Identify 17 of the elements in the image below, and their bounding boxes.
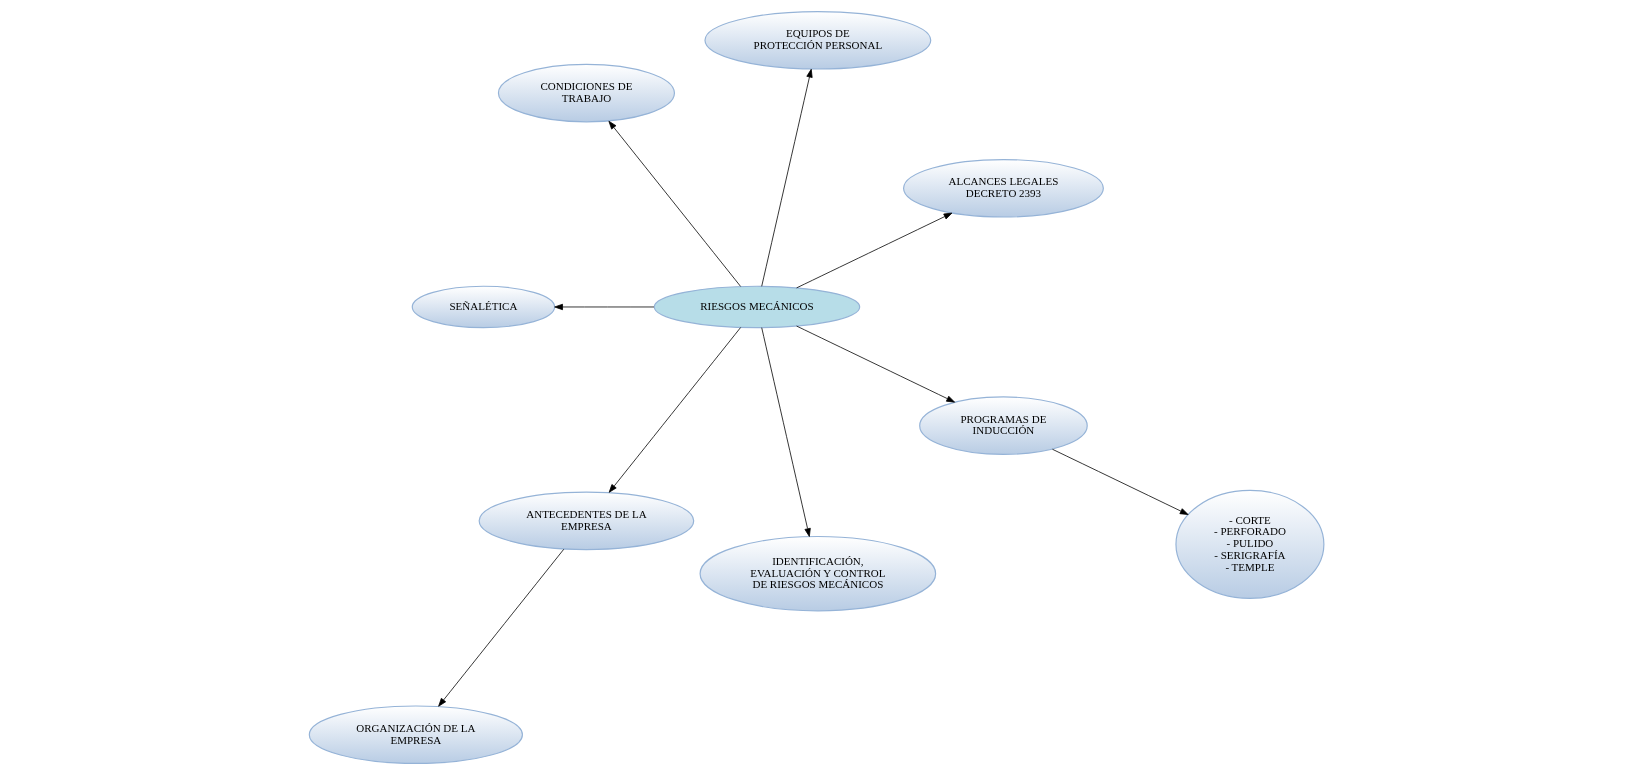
arrow [608, 327, 742, 493]
node-ellipse: - CORTE - PERFORADO - PULIDO - SERIGRAFÍA - TEMPLE [1175, 489, 1325, 599]
arrow [796, 212, 953, 289]
node-ellipse: CONDICIONES DE TRABAJO [497, 63, 676, 123]
arrow [554, 303, 655, 311]
arrow [761, 327, 811, 537]
node-ellipse: SEÑALÉTICA [411, 285, 556, 329]
arrow [1052, 448, 1189, 515]
node-ellipse: EQUIPOS DE PROTECCIÓN PERSONAL [704, 10, 932, 70]
node-ellipse: ORGANIZACIÓN DE LA EMPRESA [308, 705, 523, 765]
node-ellipse: IDENTIFICACIÓN, EVALUACIÓN Y CONTROL DE RIESGOS MECÁNICOS [699, 535, 937, 612]
arrow [608, 120, 742, 287]
node-ellipse: RIESGOS MECÁNICOS [653, 285, 861, 329]
arrow [438, 548, 565, 707]
node-ellipse: ANTECEDENTES DE LA EMPRESA [478, 491, 695, 551]
arrow [796, 325, 956, 403]
arrow [761, 68, 813, 287]
